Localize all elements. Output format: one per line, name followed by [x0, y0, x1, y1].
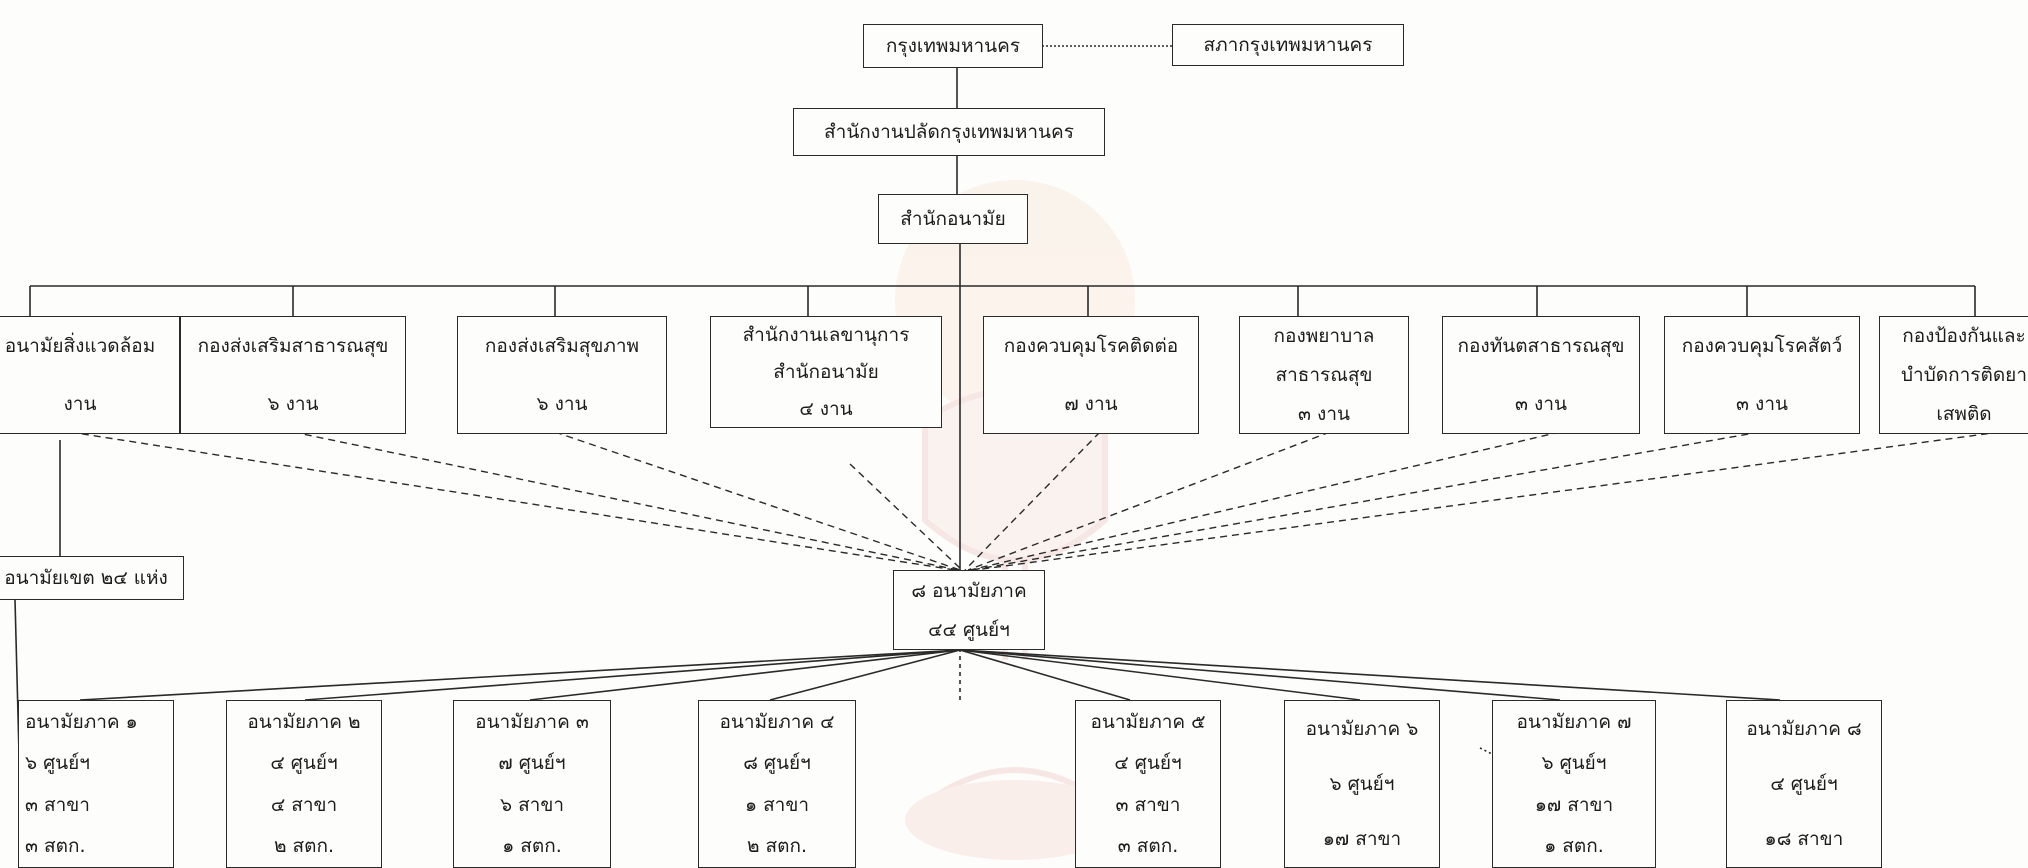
division-box-env: อนามัยสิ่งแวดล้อม งาน — [0, 316, 180, 434]
permsec-label: สำนักงานปลัดกรุงเทพมหานคร — [824, 121, 1074, 143]
health-dept-box: สำนักอนามัย — [878, 194, 1028, 244]
division-box-nursing: กองพยาบาล สาธารณสุข ๓ งาน — [1239, 316, 1409, 434]
region-3-name: อนามัยภาค ๓ — [475, 710, 589, 733]
region-box-6: อนามัยภาค ๖ ๖ ศูนย์ฯ ๑๗ สาขา — [1284, 700, 1440, 868]
division-drugs-name: กองป้องกันและ — [1902, 325, 2026, 348]
division-nursing-name: กองพยาบาล — [1273, 325, 1375, 348]
region-box-2: อนามัยภาค ๒ ๔ ศูนย์ฯ ๔ สาขา ๒ สตก. — [226, 700, 382, 868]
region-1-stations: ๓ สตก. — [25, 835, 86, 858]
region-2-centers: ๔ ศูนย์ฯ — [270, 752, 338, 775]
region-1-name: อนามัยภาค ๑ — [25, 710, 138, 733]
region-box-7: อนามัยภาค ๗ ๖ ศูนย์ฯ ๑๗ สาขา ๑ สตก. — [1492, 700, 1656, 868]
region-4-stations: ๒ สตก. — [746, 835, 808, 858]
division-secretary-sub: สำนักอนามัย — [773, 360, 879, 383]
region-7-branches: ๑๗ สาขา — [1534, 793, 1614, 816]
division-communicable-name: กองควบคุมโรคติดต่อ — [1003, 335, 1179, 357]
council-box: สภากรุงเทพมหานคร — [1172, 24, 1404, 66]
division-zoonosis-units: ๓ งาน — [1736, 393, 1788, 415]
region-4-centers: ๘ ศูนย์ฯ — [743, 752, 811, 775]
division-drugs-sub2: เสพติด — [1936, 402, 1992, 425]
division-dental-name: กองทันตสาธารณสุข — [1457, 335, 1625, 357]
division-dental-units: ๓ งาน — [1515, 393, 1567, 415]
division-phpromo-units: ๖ งาน — [267, 393, 319, 415]
division-box-dental: กองทันตสาธารณสุข ๓ งาน — [1442, 316, 1640, 434]
bma-box: กรุงเทพมหานคร — [863, 24, 1043, 68]
region-4-name: อนามัยภาค ๔ — [719, 710, 835, 733]
region-5-centers: ๔ ศูนย์ฯ — [1114, 752, 1182, 775]
region-box-3: อนามัยภาค ๓ ๗ ศูนย์ฯ ๖ สาขา ๑ สตก. — [453, 700, 611, 868]
division-hpromo-name: กองส่งเสริมสุขภาพ — [484, 335, 640, 357]
region-hub-count: ๘ อนามัยภาค — [911, 579, 1027, 602]
division-secretary-name: สำนักงานเลขานุการ — [742, 324, 910, 347]
division-nursing-units: ๓ งาน — [1298, 402, 1350, 425]
region-1-branches: ๓ สาขา — [25, 793, 90, 816]
division-env-name: อนามัยสิ่งแวดล้อม — [4, 335, 156, 357]
division-hpromo-units: ๖ งาน — [536, 393, 588, 415]
region-6-branches: ๑๗ สาขา — [1322, 828, 1402, 851]
division-env-units: งาน — [63, 393, 97, 415]
district-label: อนามัยเขต ๒๔ แห่ง — [4, 567, 168, 589]
division-box-secretary: สำนักงานเลขานุการ สำนักอนามัย ๔ งาน — [710, 316, 942, 428]
region-5-stations: ๓ สตก. — [1117, 835, 1179, 858]
division-box-communicable: กองควบคุมโรคติดต่อ ๗ งาน — [983, 316, 1199, 434]
division-nursing-sub: สาธารณสุข — [1275, 363, 1373, 386]
region-6-name: อนามัยภาค ๖ — [1305, 717, 1419, 740]
permsec-box: สำนักงานปลัดกรุงเทพมหานคร — [793, 108, 1105, 156]
health-dept-label: สำนักอนามัย — [900, 208, 1006, 230]
bma-label: กรุงเทพมหานคร — [885, 35, 1021, 57]
region-box-5: อนามัยภาค ๕ ๔ ศูนย์ฯ ๓ สาขา ๓ สตก. — [1075, 700, 1221, 868]
region-2-stations: ๒ สตก. — [273, 835, 335, 858]
region-3-centers: ๗ ศูนย์ฯ — [498, 752, 566, 775]
region-8-name: อนามัยภาค ๘ — [1746, 717, 1862, 740]
division-box-drugs: กองป้องกันและ บำบัดการติดยา เสพติด — [1879, 316, 2028, 434]
region-box-8: อนามัยภาค ๘ ๔ ศูนย์ฯ ๑๘ สาขา — [1726, 700, 1882, 868]
division-phpromo-name: กองส่งเสริมสาธารณสุข — [197, 335, 389, 357]
region-7-stations: ๑ สตก. — [1544, 835, 1604, 858]
region-hub-box: ๘ อนามัยภาค ๔๔ ศูนย์ฯ — [893, 570, 1045, 650]
division-secretary-units: ๔ งาน — [799, 397, 853, 420]
region-2-branches: ๔ สาขา — [270, 793, 338, 816]
region-7-name: อนามัยภาค ๗ — [1516, 710, 1632, 733]
council-label: สภากรุงเทพมหานคร — [1203, 34, 1373, 56]
region-box-4: อนามัยภาค ๔ ๘ ศูนย์ฯ ๑ สาขา ๒ สตก. — [698, 700, 856, 868]
division-zoonosis-name: กองควบคุมโรคสัตว์ — [1681, 335, 1843, 357]
region-4-branches: ๑ สาขา — [744, 793, 810, 816]
division-drugs-sub: บำบัดการติดยา — [1901, 363, 2027, 386]
region-6-centers: ๖ ศูนย์ฯ — [1329, 772, 1395, 795]
region-1-centers: ๖ ศูนย์ฯ — [25, 752, 90, 775]
division-communicable-units: ๗ งาน — [1064, 393, 1118, 415]
region-box-1: อนามัยภาค ๑ ๖ ศูนย์ฯ ๓ สาขา ๓ สตก. — [18, 700, 174, 868]
region-5-branches: ๓ สาขา — [1115, 793, 1181, 816]
division-box-hpromo: กองส่งเสริมสุขภาพ ๖ งาน — [457, 316, 667, 434]
region-7-centers: ๖ ศูนย์ฯ — [1541, 752, 1607, 775]
division-box-zoonosis: กองควบคุมโรคสัตว์ ๓ งาน — [1664, 316, 1860, 434]
region-5-name: อนามัยภาค ๕ — [1090, 710, 1206, 733]
division-box-phpromo: กองส่งเสริมสาธารณสุข ๖ งาน — [180, 316, 406, 434]
region-3-stations: ๑ สตก. — [502, 835, 562, 858]
district-box: อนามัยเขต ๒๔ แห่ง — [0, 556, 184, 600]
region-hub-centers: ๔๔ ศูนย์ฯ — [928, 618, 1010, 641]
region-3-branches: ๖ สาขา — [499, 793, 565, 816]
region-8-branches: ๑๘ สาขา — [1764, 828, 1844, 851]
region-8-centers: ๔ ศูนย์ฯ — [1770, 772, 1838, 795]
region-2-name: อนามัยภาค ๒ — [247, 710, 361, 733]
